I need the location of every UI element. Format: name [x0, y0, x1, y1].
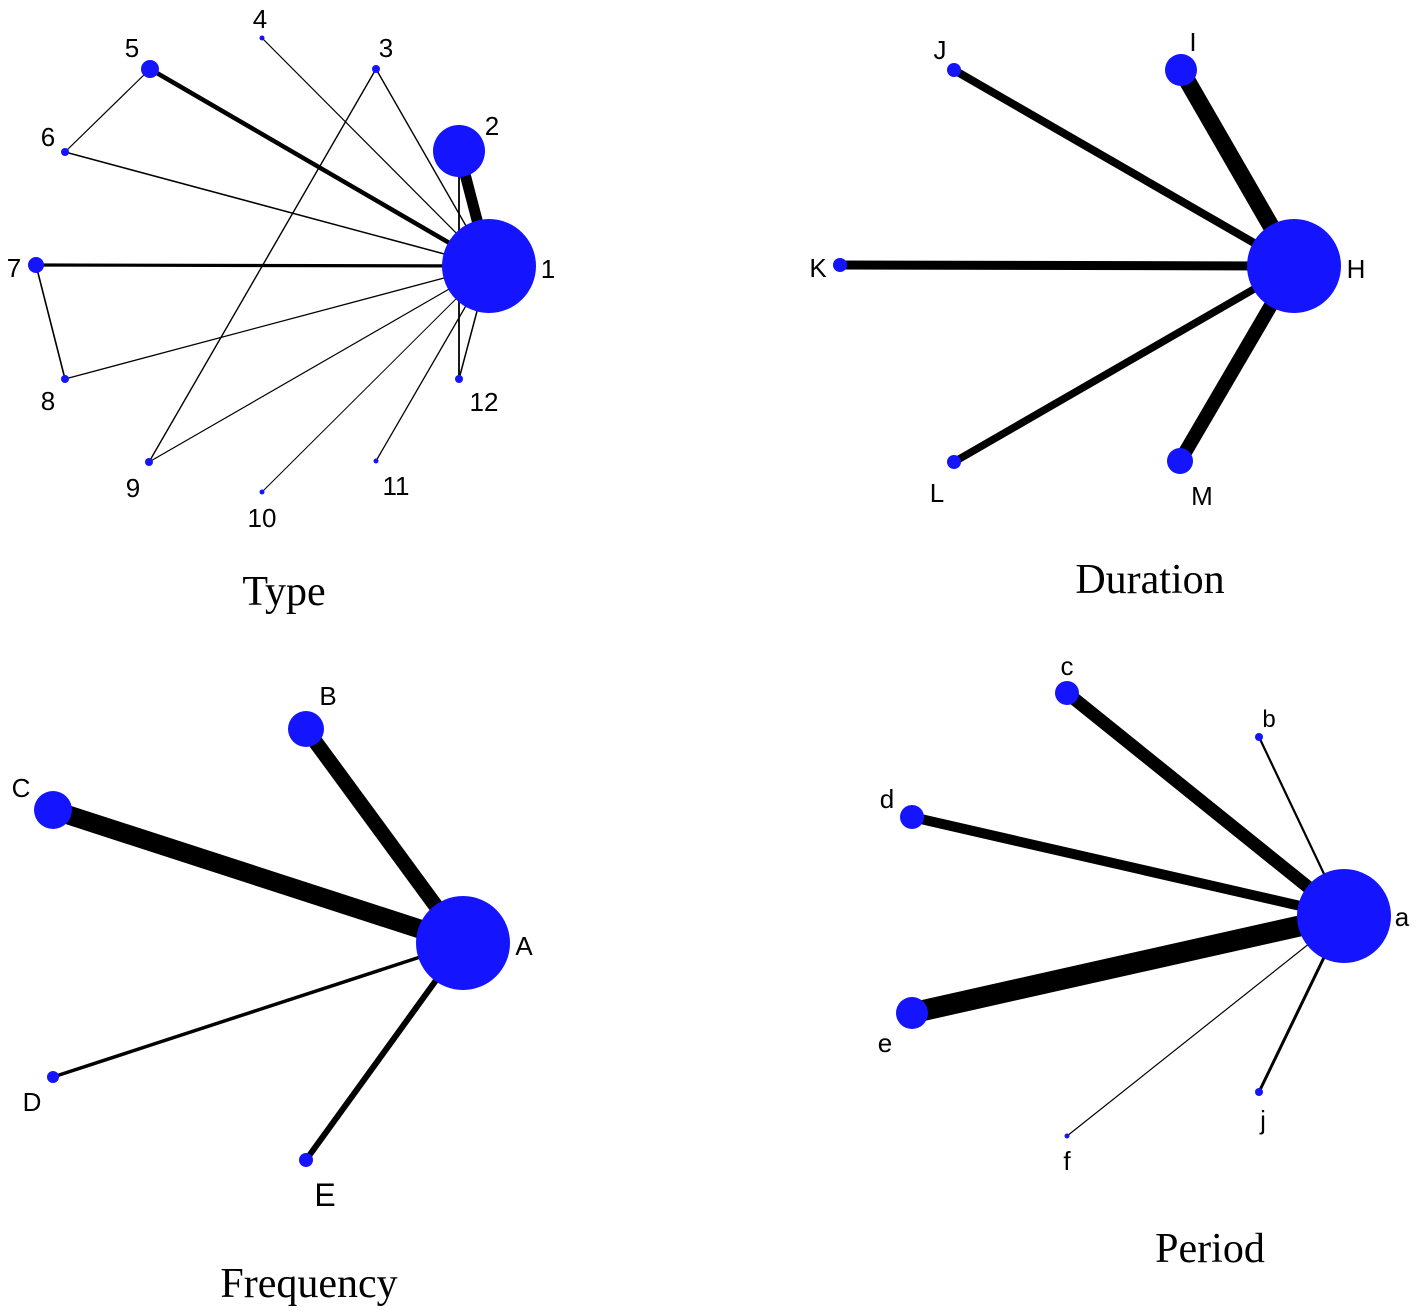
node-label-frequency-E: E [314, 1177, 335, 1213]
node-label-type-12: 12 [470, 387, 499, 417]
panel-duration: H I J K L M Duration [809, 27, 1365, 603]
node-label-type-5: 5 [125, 33, 139, 63]
node-label-type-3: 3 [379, 33, 393, 63]
edge-type-1-9 [148, 265, 490, 463]
edge-type-7-8 [35, 264, 66, 380]
node-duration-M [1167, 448, 1193, 474]
node-period-b [1255, 733, 1263, 741]
edge-type-1-10 [261, 265, 490, 493]
node-label-type-8: 8 [41, 386, 55, 416]
node-label-period-a: a [1395, 902, 1410, 932]
node-label-period-e: e [878, 1028, 892, 1058]
node-label-type-11: 11 [383, 471, 410, 501]
panel-title-frequency: Frequency [220, 1261, 397, 1307]
node-duration-I [1165, 54, 1197, 86]
edge-type-3-9 [148, 68, 377, 463]
node-type-8 [61, 375, 69, 383]
node-frequency-E [299, 1153, 313, 1167]
node-type-11 [373, 458, 379, 464]
edge-type-1-4 [261, 37, 490, 267]
node-label-duration-I: I [1189, 27, 1196, 57]
node-frequency-A [416, 896, 510, 990]
edge-frequency-A-D [52, 941, 464, 1079]
node-label-frequency-B: B [319, 681, 336, 711]
node-period-e [896, 997, 928, 1029]
node-frequency-D [47, 1071, 59, 1083]
node-type-3 [372, 65, 380, 73]
node-label-type-7: 7 [7, 253, 21, 283]
node-type-9 [145, 458, 153, 466]
node-label-type-4: 4 [253, 4, 267, 34]
panel-title-type: Type [242, 569, 325, 615]
panel-frequency: A B C D E Frequency [12, 681, 534, 1307]
node-label-duration-J: J [934, 35, 947, 65]
node-label-type-1: 1 [541, 254, 555, 284]
node-type-6 [61, 148, 69, 156]
edge-type-1-8 [64, 265, 490, 380]
node-label-type-10: 10 [248, 503, 277, 533]
node-label-type-9: 9 [126, 473, 140, 503]
edge-period-a-d [910, 812, 1346, 921]
node-label-period-c: c [1061, 651, 1074, 681]
edge-period-a-e [909, 905, 1347, 1024]
node-type-7 [28, 257, 44, 273]
panel-title-period: Period [1155, 1226, 1265, 1272]
node-period-d [900, 805, 924, 829]
node-duration-J [947, 63, 961, 77]
node-type-10 [259, 489, 265, 495]
edge-duration-H-L [952, 262, 1296, 466]
node-type-4 [259, 35, 265, 41]
node-label-period-j: j [1259, 1105, 1266, 1135]
node-label-duration-K: K [809, 253, 827, 283]
node-period-a [1297, 869, 1391, 963]
node-type-5 [141, 60, 159, 78]
node-label-duration-H: H [1347, 254, 1366, 284]
node-label-frequency-A: A [515, 931, 533, 961]
node-duration-K [833, 258, 847, 272]
node-label-period-d: d [880, 784, 894, 814]
node-type-1 [442, 219, 536, 313]
node-frequency-B [288, 711, 324, 747]
edge-frequency-A-C [50, 800, 466, 953]
node-label-period-f: f [1063, 1146, 1071, 1176]
node-label-period-b: b [1262, 706, 1275, 733]
node-duration-H [1247, 219, 1341, 313]
edge-type-5-6 [64, 68, 151, 153]
panel-title-duration: Duration [1075, 557, 1224, 603]
node-period-j [1255, 1088, 1263, 1096]
node-label-type-2: 2 [485, 111, 499, 141]
node-label-duration-M: M [1191, 481, 1213, 511]
node-label-duration-L: L [930, 478, 944, 508]
node-duration-L [947, 455, 961, 469]
node-frequency-C [34, 791, 72, 829]
edge-duration-H-K [839, 260, 1295, 271]
node-period-c [1055, 681, 1079, 705]
edge-period-a-c [1062, 687, 1349, 922]
edge-type-1-6 [64, 151, 490, 267]
node-label-frequency-C: C [12, 773, 31, 803]
node-type-2 [433, 125, 485, 177]
node-period-f [1064, 1133, 1070, 1139]
node-type-12 [455, 375, 463, 383]
edge-period-a-f [1066, 915, 1345, 1137]
edge-duration-H-J [952, 66, 1296, 270]
node-label-frequency-D: D [23, 1087, 42, 1117]
node-label-type-6: 6 [41, 122, 55, 152]
